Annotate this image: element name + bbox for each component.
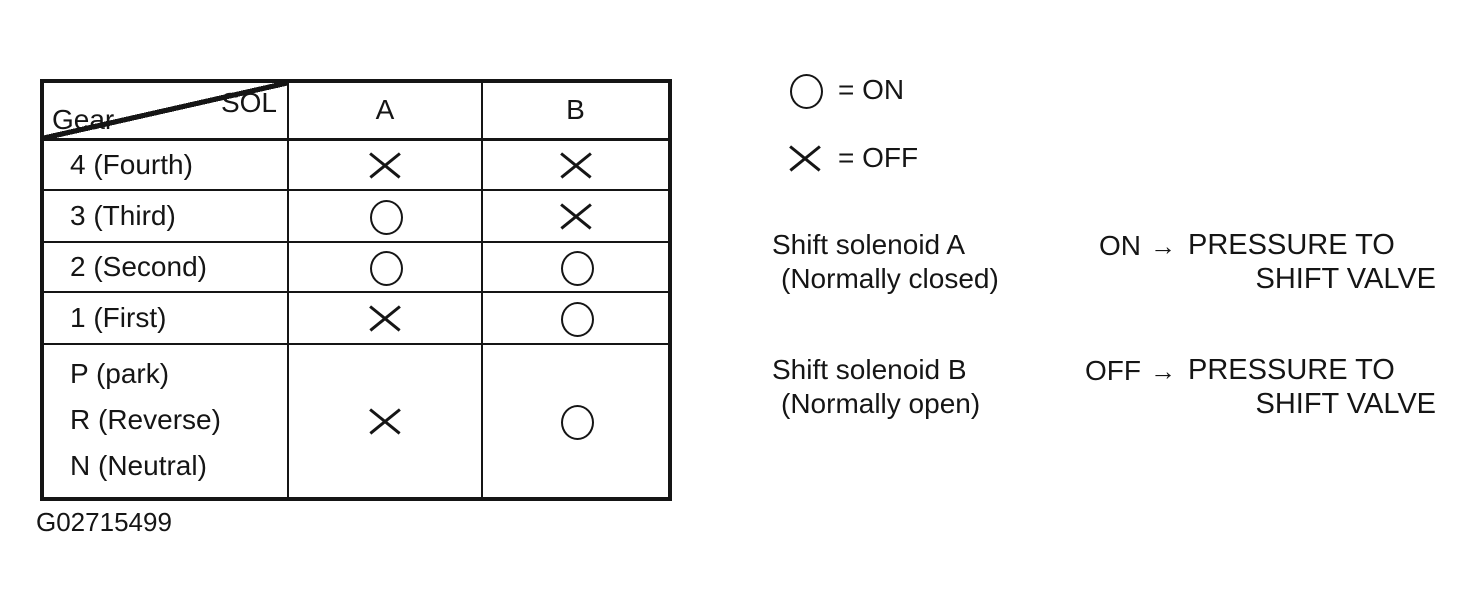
solenoid-a-state: ON → [1058,230,1176,262]
on-circle-icon [557,404,595,441]
on-circle-icon [366,250,404,287]
cell-fourth-sol-b [481,138,671,191]
right-arrow-icon: → [1150,231,1176,261]
note-shift-solenoid-b: Shift solenoid B (Normally open) OFF → P… [0,353,1466,433]
table-row-second: 2 (Second) [41,241,671,293]
cell-first-sol-a [287,291,483,345]
corner-cell-diagonal: SOL Gear [41,80,289,141]
on-circle-icon [366,199,404,236]
on-circle-icon [557,301,595,338]
table-header-row: SOL Gear A B [41,80,671,141]
legend-item-off: = OFF [786,140,918,176]
right-arrow-icon: → [1150,356,1176,386]
solenoid-a-title: Shift solenoid A [772,229,966,260]
legend-item-on: = ON [786,72,918,109]
gear-label-multi: P (park) R (Reverse) N (Neutral) [41,343,289,500]
off-cross-icon [366,148,404,182]
column-header-solenoid-b: B [481,80,671,141]
gear-label: 1 (First) [41,291,289,345]
gear-label: 2 (Second) [41,241,289,293]
solenoid-application-table: SOL Gear A B 4 (Fourth) 3 (Third) 2 (Sec… [40,79,672,501]
solenoid-b-state: OFF → [1058,355,1176,387]
cross-icon [786,141,824,175]
solenoid-a-name: Shift solenoid A (Normally closed) [772,228,999,296]
gear-label: 3 (Third) [41,189,289,243]
legend-label-on: = ON [838,74,905,105]
gear-label: 4 (Fourth) [41,138,289,191]
solenoid-b-result-line2: SHIFT VALVE [1255,388,1437,420]
legend-label-off: = OFF [838,142,919,173]
solenoid-b-state-value: OFF [1085,355,1141,386]
symbol-legend: = ON = OFF [786,72,918,208]
off-cross-icon [557,148,595,182]
solenoid-b-result: PRESSURE TO SHIFT VALVE [1188,353,1436,421]
on-circle-icon [557,250,595,287]
circle-icon [786,73,824,109]
solenoid-a-state-value: ON [1099,230,1141,261]
cell-prn-sol-b [481,343,671,500]
solenoid-b-result-line1: PRESSURE TO [1188,354,1395,386]
solenoid-a-subtitle: (Normally closed) [781,263,999,294]
solenoid-a-result: PRESSURE TO SHIFT VALVE [1188,228,1436,296]
cell-fourth-sol-a [287,138,483,191]
table-row-fourth: 4 (Fourth) [41,138,671,191]
table-row-park-reverse-neutral: P (park) R (Reverse) N (Neutral) [41,343,671,500]
cell-prn-sol-a [287,343,483,500]
cell-second-sol-a [287,241,483,293]
column-header-solenoid-a: A [287,80,483,141]
solenoid-a-result-line1: PRESSURE TO [1188,229,1395,261]
cell-third-sol-b [481,189,671,243]
table-row-first: 1 (First) [41,291,671,345]
gear-label-park: P (park) [70,358,170,389]
table-row-third: 3 (Third) [41,189,671,243]
solenoid-b-subtitle: (Normally open) [781,388,981,419]
solenoid-b-title: Shift solenoid B [772,354,967,385]
solenoid-b-name: Shift solenoid B (Normally open) [772,353,980,421]
gear-label-neutral: N (Neutral) [70,450,207,481]
corner-label-gear: Gear [52,103,115,135]
note-shift-solenoid-a: Shift solenoid A (Normally closed) ON → … [0,228,1466,308]
corner-label-sol: SOL [220,87,277,118]
cell-second-sol-b [481,241,671,293]
figure-id: G02715499 [36,507,172,537]
cell-first-sol-b [481,291,671,345]
cell-third-sol-a [287,189,483,243]
solenoid-a-result-line2: SHIFT VALVE [1255,263,1437,295]
gear-label-reverse: R (Reverse) [70,404,221,435]
